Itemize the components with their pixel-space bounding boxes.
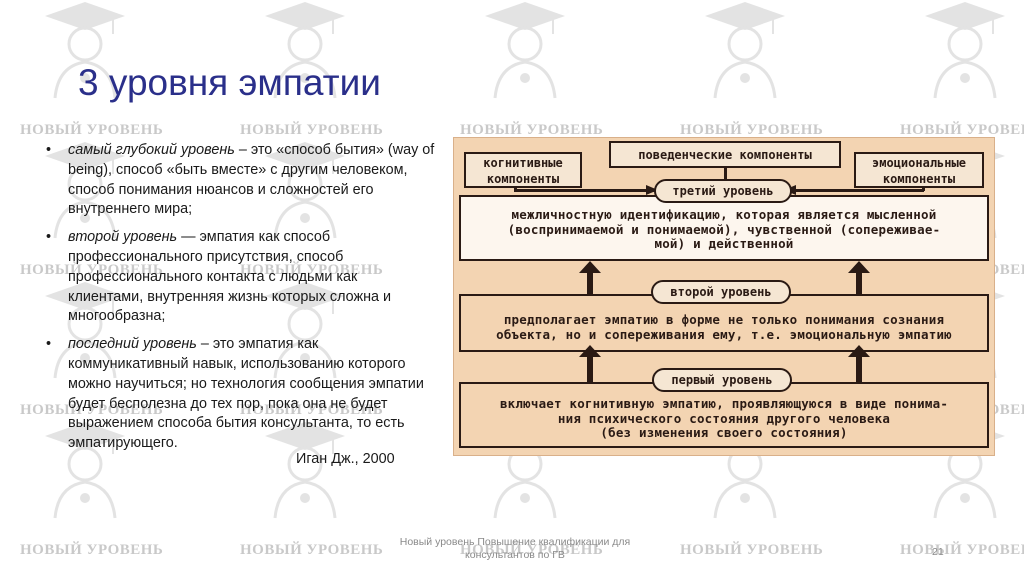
watermark-text: НОВЫЙ УРОВЕНЬ (20, 542, 164, 558)
bullet-lead: последний уровень (68, 336, 197, 353)
level2-label: второй уровень (651, 280, 791, 304)
level2-text-line: объекта, но и сопереживания ему, т.е. эм… (496, 326, 952, 342)
level3-text-line: (воспринимаемой и понимаемой), чувственн… (507, 221, 941, 237)
bullet-item: • самый глубокий уровень – это «способ б… (46, 141, 436, 220)
bullet-text: — эмпатия как способ профессионального п… (68, 229, 392, 325)
level1-label-text: первый уровень (671, 373, 773, 387)
level1-box: включает когнитивную эмпатию, проявляющу… (459, 382, 989, 448)
bullet-lead: второй уровень (68, 229, 178, 246)
arrow-up-icon (579, 261, 601, 301)
emotional-label-line: компоненты (882, 172, 956, 186)
bullet-marker: • (46, 229, 52, 246)
level3-box: межличностную идентификацию, которая явл… (459, 195, 989, 261)
footer-line: Новый уровень Повышение квалификации для (399, 536, 631, 548)
watermark-figure-icon (480, 0, 570, 100)
emotional-label-line: эмоциональные (872, 156, 966, 170)
connector-line (790, 189, 924, 192)
cognitive-label-line: компоненты (486, 172, 560, 186)
connector-line (514, 189, 656, 192)
bullet-text: – это «способ бытия» (way of being), спо… (68, 142, 435, 218)
citation: Иган Дж., 2000 (296, 451, 395, 467)
watermark-figure-icon (700, 0, 790, 100)
bullet-marker: • (46, 142, 52, 158)
level2-text-line: предполагает эмпатию в форме не только п… (503, 312, 945, 327)
watermark-text: НОВЫЙ УРОВЕНЬ (20, 122, 164, 138)
level3-text-line: мой) и действенной (654, 236, 794, 251)
bullet-list: • самый глубокий уровень – это «способ б… (46, 141, 436, 462)
bullet-text: – это эмпатия как коммуникативный навык,… (68, 336, 424, 452)
level1-text-line: ния психического состояния другого челов… (557, 410, 891, 426)
slide-title: 3 уровня эмпатии (78, 62, 381, 103)
level2-label-text: второй уровень (670, 285, 772, 299)
arrow-up-icon (848, 261, 870, 301)
level1-text-line: включает когнитивную эмпатию, проявляющу… (499, 396, 949, 411)
watermark-figure-icon (920, 0, 1010, 100)
level3-text-line: межличностную идентификацию, которая явл… (511, 207, 937, 222)
arrow-up-icon (579, 345, 601, 383)
emotional-components-box: эмоциональные компоненты (854, 152, 984, 188)
footer-text: Новый уровень Повышение квалификации для… (370, 536, 660, 562)
bullet-item: • второй уровень — эмпатия как способ пр… (46, 228, 436, 327)
bullet-lead: самый глубокий уровень (68, 142, 235, 158)
watermark-text: НОВЫЙ УРОВЕНЬ (240, 122, 384, 138)
behavioral-label: поведенческие компоненты (638, 148, 812, 162)
level3-label: третий уровень (654, 179, 792, 203)
watermark-text: НОВЫЙ УРОВЕНЬ (240, 542, 384, 558)
watermark-text: НОВЫЙ УРОВЕНЬ (680, 542, 824, 558)
arrow-up-icon (848, 345, 870, 383)
bullet-item: • последний уровень – это эмпатия как ко… (46, 335, 436, 454)
page-number: 21 (932, 546, 944, 558)
footer-line: консультантов по ГВ (465, 549, 565, 561)
bullet-marker: • (46, 336, 52, 353)
empathy-levels-diagram: когнитивные компоненты поведенческие ком… (453, 137, 995, 456)
level3-label-text: третий уровень (672, 184, 774, 198)
level1-label: первый уровень (652, 368, 792, 392)
level2-box: предполагает эмпатию в форме не только п… (459, 294, 989, 352)
watermark-text: НОВЫЙ УРОВЕНЬ (900, 542, 1024, 558)
cognitive-components-box: когнитивные компоненты (464, 152, 582, 188)
behavioral-components-box: поведенческие компоненты (609, 141, 841, 168)
arrow-right-icon (646, 185, 658, 195)
connector-line (724, 168, 727, 180)
level1-text-line: (без изменения своего состояния) (600, 425, 848, 440)
cognitive-label-line: когнитивные (483, 156, 563, 170)
